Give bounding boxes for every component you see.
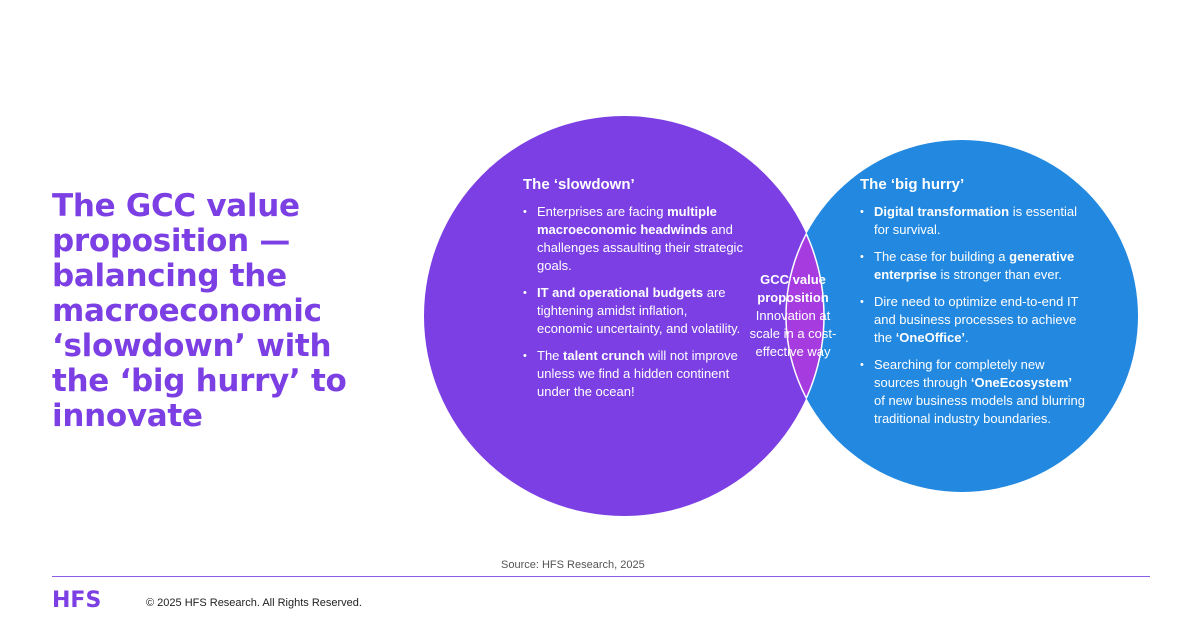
item-emphasis: IT and operational budgets bbox=[537, 285, 704, 300]
overlap-border bbox=[785, 139, 824, 493]
item-emphasis: Digital transformation bbox=[874, 204, 1010, 219]
center-text: Innovation at scale in a cost-effective … bbox=[749, 308, 837, 359]
item-text: of new business models and blurring trad… bbox=[874, 393, 1086, 426]
list-item: Enterprises are facing multiple macroeco… bbox=[523, 203, 743, 275]
item-text: The case for building a bbox=[874, 249, 1010, 264]
item-emphasis: ‘OneEcosystem’ bbox=[970, 375, 1072, 390]
list-item: Searching for completely new sources thr… bbox=[860, 356, 1085, 428]
title-line: ‘slowdown’ with bbox=[52, 328, 332, 364]
title-line: innovate bbox=[52, 398, 203, 434]
footer-divider bbox=[52, 576, 1150, 577]
hfs-logo: HFS bbox=[52, 588, 102, 613]
item-text: is stronger than ever. bbox=[936, 267, 1062, 282]
source-note: Source: HFS Research, 2025 bbox=[501, 559, 645, 571]
item-text: and challenges assaulting their strategi… bbox=[537, 222, 743, 273]
list-item: IT and operational budgets are tightenin… bbox=[523, 284, 743, 338]
big-hurry-list: Digital transformation is essential for … bbox=[860, 203, 1085, 428]
slowdown-panel: The ‘slowdown’ Enterprises are facing mu… bbox=[523, 176, 743, 410]
item-text: Searching for completely new sources thr… bbox=[874, 357, 1045, 390]
page-title: The GCC value proposition — balancing th… bbox=[52, 189, 432, 434]
item-text: The bbox=[537, 348, 564, 363]
title-line: macroeconomic bbox=[52, 293, 322, 329]
item-text: is essential for survival. bbox=[874, 204, 1077, 237]
item-text: will not improve unless we find a hidden… bbox=[537, 348, 738, 399]
list-item: Dire need to optimize end-to-end IT and … bbox=[860, 293, 1085, 347]
slowdown-list: Enterprises are facing multiple macroeco… bbox=[523, 203, 743, 401]
item-text: Dire need to optimize end-to-end IT and … bbox=[874, 294, 1079, 345]
list-item: The case for building a generative enter… bbox=[860, 248, 1085, 284]
title-line: proposition — bbox=[52, 223, 291, 259]
item-text: . bbox=[965, 330, 969, 345]
list-item: The talent crunch will not improve unles… bbox=[523, 347, 743, 401]
big-hurry-heading: The ‘big hurry’ bbox=[860, 176, 965, 193]
title-line: balancing the bbox=[52, 258, 287, 294]
item-text: are tightening amidst inflation, economi… bbox=[537, 285, 741, 336]
big-hurry-panel: The ‘big hurry’ Digital transformation i… bbox=[860, 176, 1085, 437]
item-emphasis: ‘OneOffice’ bbox=[895, 330, 966, 345]
item-emphasis: multiple macroeconomic headwinds bbox=[537, 204, 717, 237]
slowdown-heading: The ‘slowdown’ bbox=[523, 176, 635, 193]
list-item: Digital transformation is essential for … bbox=[860, 203, 1085, 239]
item-emphasis: talent crunch bbox=[563, 348, 645, 363]
title-line: The GCC value bbox=[52, 188, 300, 224]
overlap-border bbox=[786, 140, 825, 492]
item-emphasis: generative enterprise bbox=[874, 249, 1075, 282]
copyright-text: © 2025 HFS Research. All Rights Reserved… bbox=[146, 597, 362, 609]
item-text: Enterprises are facing bbox=[537, 204, 668, 219]
center-title: GCC value proposition bbox=[757, 272, 829, 305]
title-line: the ‘big hurry’ to bbox=[52, 363, 347, 399]
gcc-value-center: GCC value proposition Innovation at scal… bbox=[741, 271, 845, 361]
